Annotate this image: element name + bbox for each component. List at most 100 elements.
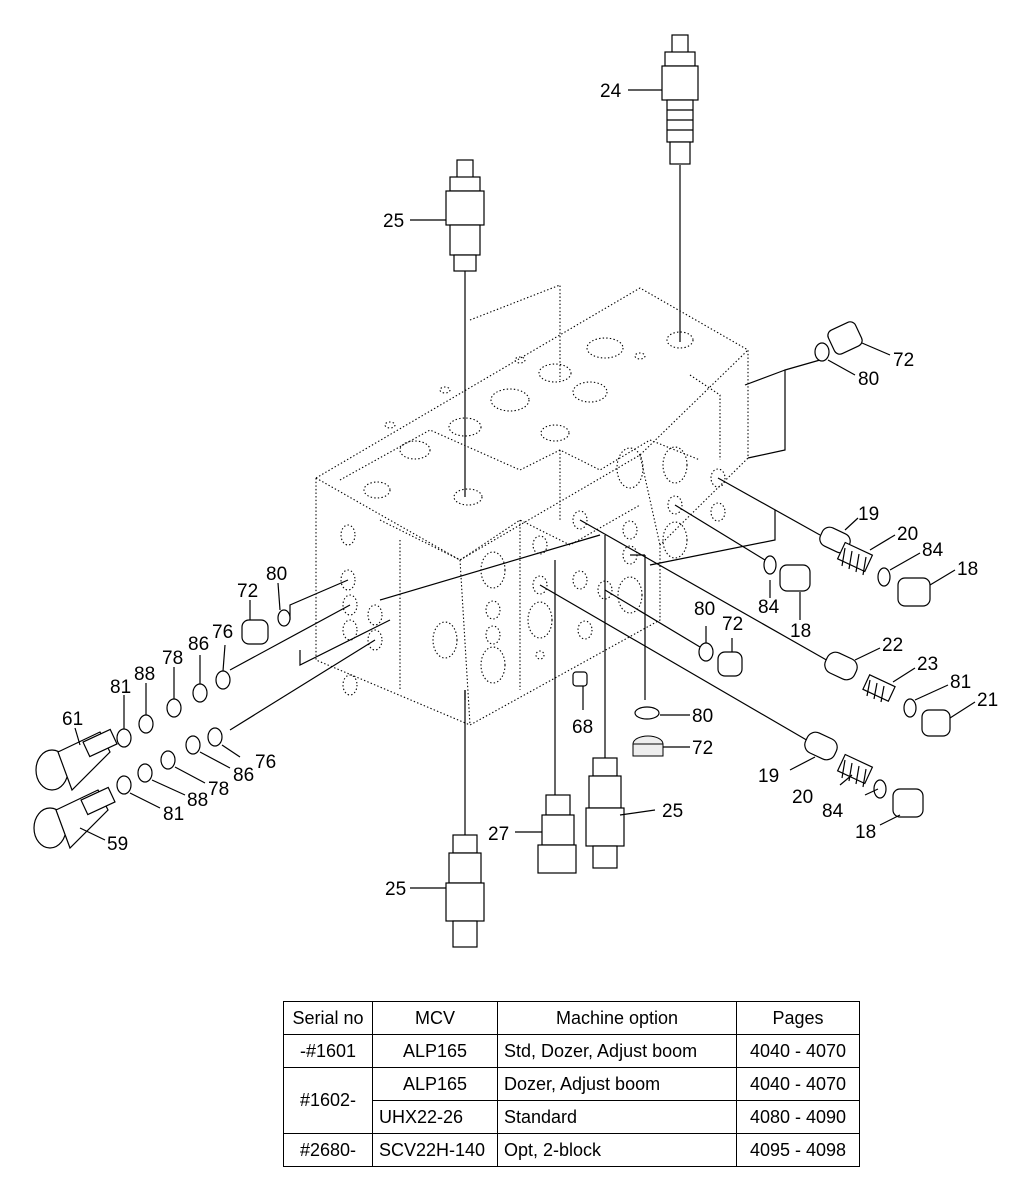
cell-pages: 4095 - 4098	[736, 1133, 860, 1167]
callout-22: 22	[882, 635, 903, 656]
callout-21: 21	[977, 690, 998, 711]
oring-81-top	[116, 728, 132, 748]
oring-76-bottom	[207, 727, 223, 747]
callout-86-top: 86	[188, 634, 209, 655]
cell-option: Dozer, Adjust boom	[497, 1067, 737, 1101]
callout-80-bottom: 80	[692, 706, 713, 727]
plug-72-bottom	[632, 735, 664, 757]
cell-pages: 4040 - 4070	[736, 1034, 860, 1068]
callout-leaders	[74, 89, 976, 889]
cell-pages: 4040 - 4070	[736, 1067, 860, 1101]
callout-20-top: 20	[897, 524, 918, 545]
callout-18-top: 18	[957, 559, 978, 580]
relief-valve-25-bottom	[445, 834, 485, 948]
header-option: Machine option	[497, 1001, 737, 1035]
callout-81-bottom: 81	[163, 804, 184, 825]
callout-27: 27	[488, 824, 509, 845]
callout-88-bottom: 88	[187, 790, 208, 811]
valve-block	[315, 284, 749, 726]
table-row: -#1601 ALP165 Std, Dozer, Adjust boom 40…	[283, 1034, 860, 1068]
plug-72-top	[827, 321, 863, 355]
leader-lines	[229, 165, 831, 840]
callout-80-top: 80	[858, 369, 879, 390]
oring-80-top	[814, 342, 830, 362]
oring-84-top	[877, 567, 891, 587]
washer-88-bottom	[137, 763, 153, 783]
callout-88-top: 88	[134, 664, 155, 685]
spring-20-top	[836, 541, 874, 576]
cell-option: Opt, 2-block	[497, 1133, 737, 1167]
callout-25-bottom: 25	[385, 879, 406, 900]
callout-25-lower: 25	[662, 801, 683, 822]
plug-18-top	[897, 577, 931, 607]
cell-mcv: UHX22-26	[372, 1100, 498, 1134]
washer-86-bottom	[185, 735, 201, 755]
valve-exploded-diagram: 24 25 72 80 19 20 84 18 84 18 80 72 22 2…	[33, 34, 998, 948]
callout-76-bottom: 76	[255, 752, 276, 773]
callout-labels: 24 25 72 80 19 20 84 18 84 18 80 72 22 2…	[62, 81, 998, 900]
washer-86-top	[192, 683, 208, 703]
callout-86-bottom: 86	[233, 765, 254, 786]
callout-59: 59	[107, 834, 128, 855]
callout-19-bottom: 19	[758, 766, 779, 787]
spool-22	[824, 651, 858, 681]
oring-84-mid	[763, 555, 777, 575]
callout-78-bottom: 78	[208, 779, 229, 800]
callout-72-top: 72	[893, 350, 914, 371]
cell-serial: -#1601	[283, 1034, 373, 1068]
header-pages: Pages	[736, 1001, 860, 1035]
cell-pages: 4080 - 4090	[736, 1100, 860, 1134]
plug-72-right	[717, 651, 743, 677]
callout-68: 68	[572, 717, 593, 738]
oring-80-bottom	[634, 706, 660, 720]
spring-20-bottom	[836, 753, 874, 788]
relief-valve-25-lower	[585, 757, 625, 869]
bolt-61	[35, 728, 118, 792]
table-header-row: Serial no MCV Machine option Pages	[283, 1001, 860, 1035]
oring-80-right	[698, 642, 714, 662]
oring-81-right	[903, 698, 917, 718]
callout-19-top: 19	[858, 504, 879, 525]
callout-81-top: 81	[110, 677, 131, 698]
bolt-59	[33, 786, 116, 850]
header-mcv: MCV	[372, 1001, 498, 1035]
cell-option: Standard	[497, 1100, 737, 1134]
callout-84-mid: 84	[758, 597, 780, 618]
callout-24: 24	[600, 81, 622, 102]
serial-mcv-table: Serial no MCV Machine option Pages -#160…	[283, 1001, 860, 1167]
plug-72-left	[241, 619, 269, 645]
callout-18-mid: 18	[790, 621, 811, 642]
callout-84-top: 84	[922, 540, 944, 561]
table-row: UHX22-26 Standard 4080 - 4090	[284, 1100, 860, 1134]
callout-72-bottom: 72	[692, 738, 713, 759]
callout-23: 23	[917, 654, 938, 675]
callout-25-top: 25	[383, 211, 404, 232]
cell-mcv: ALP165	[372, 1067, 498, 1101]
table-row: #1602- ALP165 Dozer, Adjust boom 4040 - …	[283, 1067, 860, 1134]
plug-68	[572, 671, 588, 687]
oring-84-bottom	[873, 779, 887, 799]
oring-81-bottom	[116, 775, 132, 795]
callout-76-top: 76	[212, 622, 233, 643]
oring-76-top	[215, 670, 231, 690]
oring-80-left	[277, 609, 291, 627]
callout-80-right: 80	[694, 599, 715, 620]
table-row: #2680- SCV22H-140 Opt, 2-block 4095 - 40…	[283, 1133, 860, 1167]
relief-valve-25-top	[445, 159, 485, 272]
cell-mcv: ALP165	[372, 1034, 498, 1068]
plug-18-bottom	[892, 788, 924, 818]
callout-81-right: 81	[950, 672, 971, 693]
header-serial: Serial no	[283, 1001, 373, 1035]
callout-20-bottom: 20	[792, 787, 813, 808]
oring-78-top	[166, 698, 182, 718]
cell-mcv: SCV22H-140	[372, 1133, 498, 1167]
relief-valve-24	[661, 34, 699, 165]
callout-18-bottom: 18	[855, 822, 876, 843]
callout-78-top: 78	[162, 648, 183, 669]
cell-serial: #2680-	[283, 1133, 373, 1167]
valve-27	[537, 794, 577, 874]
cell-serial: #1602-	[283, 1067, 373, 1134]
oring-78-bottom	[160, 750, 176, 770]
spool-19-bottom	[804, 731, 838, 761]
washer-88-top	[138, 714, 154, 734]
